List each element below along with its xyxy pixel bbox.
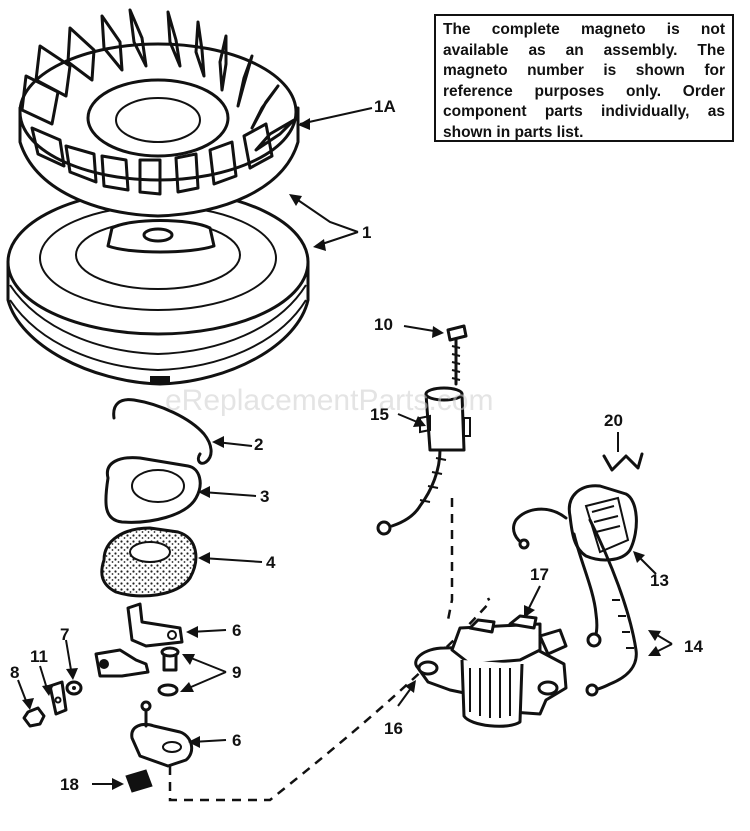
callout-9: 9	[232, 663, 241, 682]
armature-bracket	[414, 614, 568, 728]
primary-wire-path	[446, 498, 454, 621]
callout-14: 14	[684, 637, 703, 656]
callout-3: 3	[260, 487, 269, 506]
callout-15: 15	[370, 405, 389, 424]
callout-10: 10	[374, 315, 393, 334]
watermark: eReplacementParts.com	[165, 384, 493, 417]
lead-wires	[572, 518, 638, 697]
breaker-arm	[94, 602, 184, 678]
leader-lines	[17, 107, 673, 790]
dust-gasket	[100, 526, 198, 598]
clip	[602, 452, 644, 472]
retaining-spring	[112, 398, 213, 465]
screw-and-nut	[157, 646, 180, 697]
ground-wire-path	[168, 597, 492, 802]
callout-11: 11	[30, 647, 48, 666]
callout-17: 17	[530, 565, 549, 584]
breaker-base	[130, 700, 194, 768]
flywheel	[6, 188, 310, 386]
coil-cap	[512, 484, 638, 562]
availability-note: The complete magneto is not available as…	[434, 14, 734, 142]
cover-plate	[104, 456, 202, 524]
callout-4: 4	[266, 553, 276, 572]
lubricating-felt	[125, 769, 153, 793]
blower-fan	[18, 8, 300, 218]
callout-13: 13	[650, 571, 669, 590]
coil-screw	[446, 324, 468, 386]
small-hardware	[22, 680, 83, 728]
ignition-module	[376, 386, 471, 536]
callout-8: 8	[10, 663, 19, 682]
callout-20: 20	[604, 411, 623, 430]
callout-16: 16	[384, 719, 403, 738]
callout-6-lower: 6	[232, 731, 241, 750]
callout-18: 18	[60, 775, 79, 794]
callout-labels: 1A 1 2 3 4 6 9 6 7 11 8 18 10 15 20 13 1…	[10, 97, 703, 794]
callout-2: 2	[254, 435, 263, 454]
callout-1a: 1A	[374, 97, 396, 116]
callout-7: 7	[60, 625, 69, 644]
callout-1: 1	[362, 223, 371, 242]
callout-6-upper: 6	[232, 621, 241, 640]
